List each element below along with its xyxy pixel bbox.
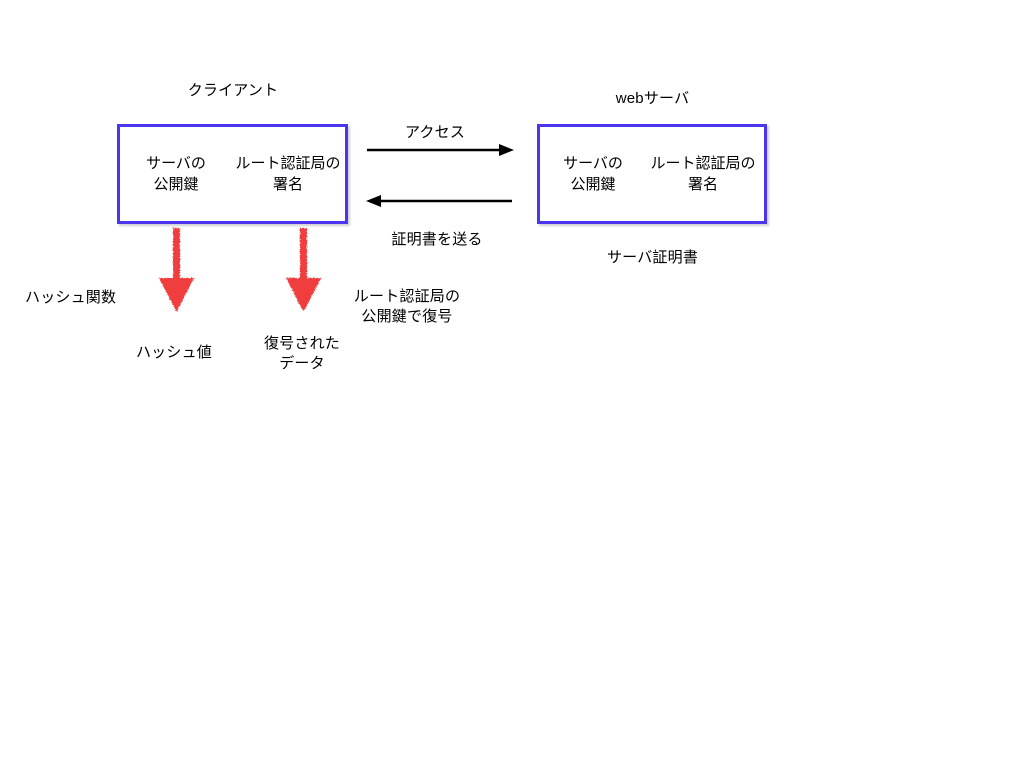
hash-function-red-arrow — [159, 228, 194, 312]
client-certificate-box: サーバの 公開鍵 ルート認証局の 署名 — [117, 124, 348, 224]
server-box-inner: サーバの 公開鍵 ルート認証局の 署名 — [540, 127, 764, 221]
server-certificate-box: サーバの 公開鍵 ルート認証局の 署名 — [537, 124, 767, 224]
client-server-public-key-label: サーバの 公開鍵 — [146, 155, 206, 193]
web-server-title: webサーバ — [615, 90, 690, 107]
client-box-inner: サーバの 公開鍵 ルート認証局の 署名 — [120, 127, 345, 221]
server-certificate-caption: サーバ証明書 — [606, 249, 699, 266]
decrypted-data-label: 復号された データ — [263, 335, 340, 372]
hash-value-label: ハッシュ値 — [135, 344, 212, 361]
access-arrow-label: アクセス — [404, 124, 466, 141]
send-certificate-arrow-left — [366, 195, 512, 207]
decrypt-red-arrow — [286, 228, 321, 312]
send-certificate-arrow-label: 証明書を送る — [391, 231, 483, 248]
decrypt-with-root-ca-key-label: ルート認証局の 公開鍵で復号 — [353, 288, 461, 325]
server-root-ca-signature-label: ルート認証局の 署名 — [650, 155, 756, 193]
client-title: クライアント — [187, 82, 279, 99]
access-arrow-right — [367, 144, 514, 156]
hash-function-label: ハッシュ関数 — [25, 289, 117, 306]
server-server-public-key-label: サーバの 公開鍵 — [563, 155, 623, 193]
client-root-ca-signature-label: ルート認証局の 署名 — [235, 155, 341, 193]
